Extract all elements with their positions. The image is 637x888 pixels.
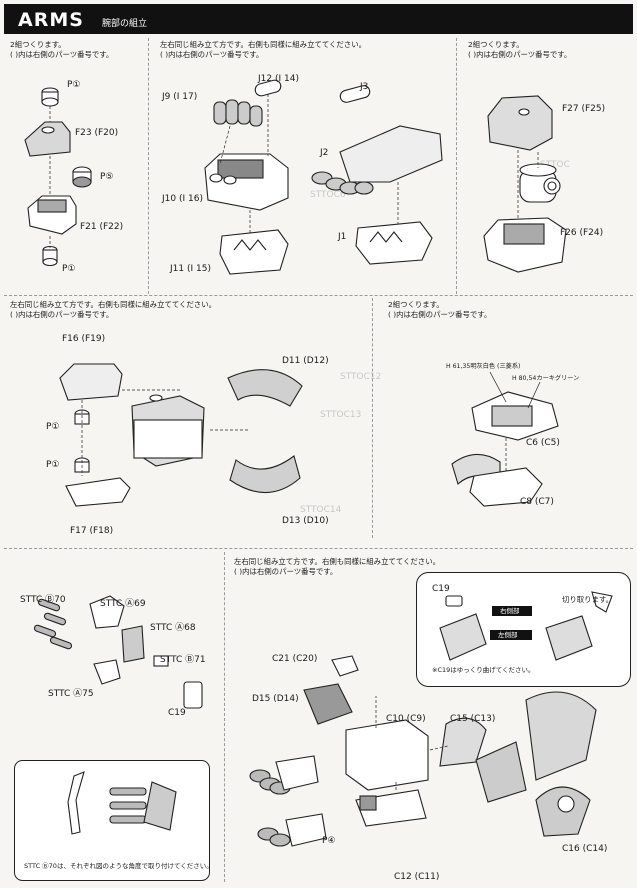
detail-inset (14, 760, 210, 881)
part-label: C12 (C11) (394, 872, 440, 882)
part-label: F26 (F24) (560, 228, 604, 238)
part-label: P⑤ (100, 172, 114, 182)
divider (456, 38, 457, 294)
part-label: F21 (F22) (80, 222, 124, 232)
ghost-text: STTOC12 (340, 372, 382, 382)
paint-note: H 61,35明灰白色 (三菱系) (446, 363, 521, 370)
s5-illustration (451, 371, 559, 507)
page-subtitle: 腕部の組立 (102, 19, 148, 29)
part-label: C19 (168, 708, 186, 718)
part-label: STTC Ⓐ75 (48, 689, 94, 699)
part-label: STTC Ⓐ69 (100, 599, 146, 609)
part-label: C10 (C9) (386, 714, 426, 724)
left-side-tag: 左側部 (498, 631, 518, 639)
step-instruction: 2組つくります。 (468, 40, 524, 49)
part-label: F27 (F25) (562, 104, 606, 114)
page-title: ARMS (18, 9, 84, 31)
c19-inset (416, 572, 631, 687)
s1-illustration (24, 87, 92, 267)
part-label: STTC Ⓐ68 (150, 623, 196, 633)
part-label: D11 (D12) (282, 356, 329, 366)
divider (4, 295, 633, 296)
s3-illustration (483, 95, 567, 273)
cut-note: 切り取ります。 (562, 595, 613, 604)
step-instruction: 2組つくります。 (10, 40, 66, 49)
ghost-text: STTOC13 (320, 410, 362, 420)
section-header: ARMS 腕部の組立 (4, 4, 633, 34)
step-instruction: 左右同じ組み立て方です。右側も同様に組み立ててください。 (234, 557, 440, 566)
s2-illustration (204, 79, 443, 275)
divider (4, 548, 633, 549)
part-label: P① (46, 422, 60, 432)
part-label: F17 (F18) (70, 526, 114, 536)
part-label: J3 (360, 82, 369, 92)
part-label: P① (67, 80, 81, 90)
ghost-text: STTOC6 (310, 190, 346, 200)
step-note: ( )内は右側のパーツ番号です。 (10, 310, 114, 319)
step-note: ( )内は右側のパーツ番号です。 (160, 50, 264, 59)
part-label: D13 (D10) (282, 516, 329, 526)
part-label: STTC Ⓑ70 (20, 595, 66, 605)
part-label: C6 (C5) (526, 438, 560, 448)
step-instruction: 左右同じ組み立て方です。右側も同様に組み立ててください。 (10, 300, 216, 309)
step-note: ( )内は右側のパーツ番号です。 (468, 50, 572, 59)
part-label: C15 (C13) (450, 714, 496, 724)
part-label: C16 (C14) (562, 844, 608, 854)
c19-note: ※C19はゆっくり曲げてください。 (432, 666, 535, 674)
part-label: J1 (338, 232, 347, 242)
part-label: J11 (I 15) (170, 264, 211, 274)
part-label: J9 (I 17) (162, 92, 198, 102)
part-label: C19 (432, 584, 450, 594)
right-side-tag: 右側部 (500, 607, 520, 615)
s4-illustration (59, 363, 303, 507)
step-note: ( )内は右側のパーツ番号です。 (234, 567, 338, 576)
step-instruction: 左右同じ組み立て方です。右側も同様に組み立ててください。 (160, 40, 366, 49)
step-note: ( )内は右側のパーツ番号です。 (388, 310, 492, 319)
divider (372, 298, 373, 538)
part-label: J12 (I 14) (258, 74, 299, 84)
part-label: J2 (320, 148, 329, 158)
part-label: F16 (F19) (62, 334, 106, 344)
step-instruction: 2組つくります。 (388, 300, 444, 309)
part-label: P① (46, 460, 60, 470)
step-note: ( )内は右側のパーツ番号です。 (10, 50, 114, 59)
part-label: P① (62, 264, 76, 274)
inset-note: STTC Ⓑ70は、それぞれ図のような角度で取り付けてください。 (24, 862, 213, 870)
divider (224, 552, 225, 882)
part-label: P④ (322, 836, 336, 846)
ghost-text: STTOC (540, 160, 570, 170)
part-label: C8 (C7) (520, 497, 554, 507)
part-label: J10 (I 16) (162, 194, 203, 204)
part-label: D15 (D14) (252, 694, 299, 704)
s6-illustration (33, 595, 203, 709)
divider (148, 38, 149, 294)
paint-note: H 80,54カーキグリーン (512, 375, 580, 382)
part-label: STTC Ⓑ71 (160, 655, 206, 665)
part-label: C21 (C20) (272, 654, 318, 664)
part-label: F23 (F20) (75, 128, 119, 138)
ghost-text: STTOC14 (300, 505, 342, 515)
s7-illustration (249, 655, 597, 847)
